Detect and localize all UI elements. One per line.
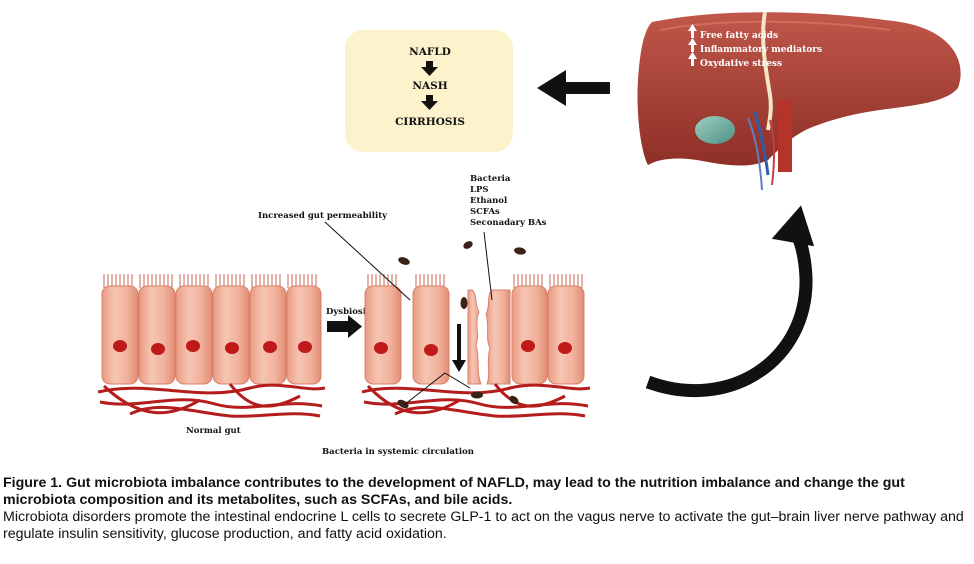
- curved-arrow-icon: [645, 205, 815, 398]
- arrow-left-icon: [537, 70, 610, 106]
- product-secondary-bas: Seconadary BAs: [470, 218, 547, 228]
- caption-body: Microbiota disorders promote the intesti…: [3, 509, 964, 542]
- liver-illustration: Free fatty acids Inflammatory mediators …: [637, 11, 961, 191]
- product-ethanol: Ethanol: [470, 196, 508, 206]
- free-fatty-acids-label: Free fatty acids: [700, 31, 778, 41]
- normal-gut-label: Normal gut: [186, 426, 241, 436]
- oxidative-stress-label: Oxydative stress: [700, 59, 782, 69]
- pointer-lines: [324, 221, 493, 406]
- nafld-label: NAFLD: [409, 46, 451, 58]
- dysbiosis-label: Dysbiosis: [326, 307, 371, 317]
- gut-liver-axis-diagram: NAFLD NASH CIRRHOSIS Free fatty acids In…: [97, 11, 961, 457]
- bacterial-products-list: Bacteria LPS Ethanol SCFAs Seconadary BA…: [470, 174, 547, 228]
- product-bacteria: Bacteria: [470, 174, 511, 184]
- dysbiotic-gut-epithelium: [361, 241, 591, 418]
- bacteria-icons: [397, 241, 526, 409]
- disease-progression-box: NAFLD NASH CIRRHOSIS: [345, 30, 513, 152]
- increased-permeability-label: Increased gut permeability: [258, 211, 388, 221]
- dysbiosis-arrow: Dysbiosis: [326, 307, 371, 338]
- blood-vessels: [361, 383, 591, 418]
- normal-gut-epithelium: Normal gut: [97, 274, 326, 436]
- increase-arrow-icon: [688, 24, 697, 66]
- product-lps: LPS: [470, 185, 489, 195]
- blood-vessels: [97, 383, 326, 418]
- product-scfas: SCFAs: [470, 207, 500, 217]
- arrow-down-icon: [421, 61, 438, 76]
- figure-caption: Figure 1. Gut microbiota imbalance contr…: [3, 475, 971, 543]
- bacteria-circulation-label: Bacteria in systemic circulation: [322, 447, 474, 457]
- arrow-down-icon: [421, 95, 438, 110]
- nash-label: NASH: [412, 80, 447, 92]
- arrow-down-icon: [452, 324, 466, 372]
- inflammatory-mediators-label: Inflammatory mediators: [700, 45, 822, 55]
- arrow-right-icon: [327, 315, 362, 338]
- cirrhosis-label: CIRRHOSIS: [395, 116, 465, 128]
- caption-title: Figure 1. Gut microbiota imbalance contr…: [3, 475, 905, 508]
